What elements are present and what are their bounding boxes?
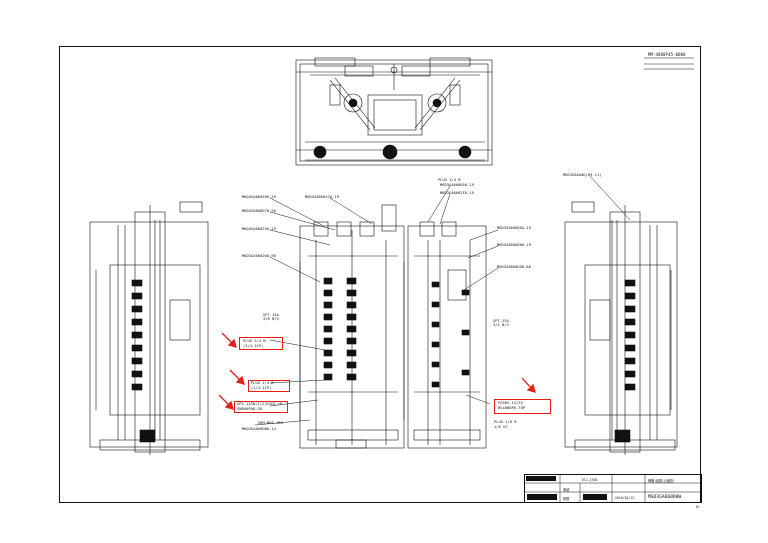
highlight-label: FE00S-15/33 xyxy=(498,401,523,405)
redacted-block xyxy=(527,494,557,500)
leader-lines xyxy=(254,175,631,426)
title-block-maker: 611-1916 xyxy=(582,478,598,482)
title-block-checked: 検図 xyxy=(563,497,570,501)
callout: M6D3GA660500-19 xyxy=(242,195,276,199)
sheet-number: 6/ xyxy=(696,505,701,509)
side-label: SPT-15A xyxy=(493,319,509,323)
front-view-left xyxy=(299,204,405,449)
header-ref: MM-4088P45-0008 xyxy=(648,52,686,57)
callout: M6D3GA660D0A-19 xyxy=(497,226,531,230)
callout: M6D3GA660D5B-BD xyxy=(497,265,531,269)
callout: M6D3GA660D00-19 xyxy=(497,243,531,247)
callout: M6D3GA660DB0-14 xyxy=(242,427,276,431)
side-label: 3/8 B/S xyxy=(263,317,279,321)
highlight-label: SP2-12SN(1/2)63CD-18 xyxy=(237,402,283,406)
title-block-drawing-no: MSD3GA660D0W xyxy=(648,495,682,500)
side-label: SRM-M63-15A xyxy=(258,421,283,425)
side-label: 3/4 B/S xyxy=(493,323,509,327)
bottom-label: PLUG 1/8 B xyxy=(494,420,517,424)
title-block-date: 2016/02/12 xyxy=(615,496,635,500)
highlight-box xyxy=(494,399,551,414)
top-view xyxy=(295,57,493,166)
callout: M6D3GA660050-19 xyxy=(440,183,474,187)
bottom-label: 1/8 SS xyxy=(494,425,508,429)
title-block-title: 概略 組図(上面図) xyxy=(648,479,674,483)
highlight-box xyxy=(234,401,288,413)
callout: PLUG 3/4 B xyxy=(438,178,461,182)
callout: M6D3GA660250-19 xyxy=(242,227,276,231)
title-block: 611-1916 概略 組図(上面図) 承認 検図 2016/02/12 MSD… xyxy=(524,474,702,503)
highlight-label: PLUG 3/4 B xyxy=(243,339,266,343)
right-side-view xyxy=(564,201,678,455)
callout: M6D3GA660D70-96 xyxy=(242,209,276,213)
highlight-label: (1/4-11P) xyxy=(251,386,272,390)
red-arrows xyxy=(218,332,536,410)
title-block-lines xyxy=(524,474,702,503)
highlight-label: (3/4-11P) xyxy=(243,344,264,348)
highlight-label: SMD60P08-SB xyxy=(237,407,262,411)
highlight-box xyxy=(248,380,290,392)
highlight-box xyxy=(239,337,283,350)
callout: M6D3GA660260-90 xyxy=(242,254,276,258)
front-view-right xyxy=(407,221,487,449)
callout: M6D3GA660570-19 xyxy=(305,195,339,199)
drawing-frame xyxy=(59,46,701,503)
highlight-label: BS40B0P6-T0P xyxy=(498,406,526,410)
callout: M6D3GA6602F0-19 xyxy=(440,191,474,195)
redacted-block xyxy=(583,494,607,500)
title-block-approved: 承認 xyxy=(563,488,570,492)
side-label: SPT-15A xyxy=(263,313,279,317)
highlight-label: PLUG 1/4 B xyxy=(251,381,274,385)
callout: M6D3GA6A0D(09-11) xyxy=(563,173,602,177)
left-side-view xyxy=(89,201,209,455)
redacted-block xyxy=(526,476,556,481)
